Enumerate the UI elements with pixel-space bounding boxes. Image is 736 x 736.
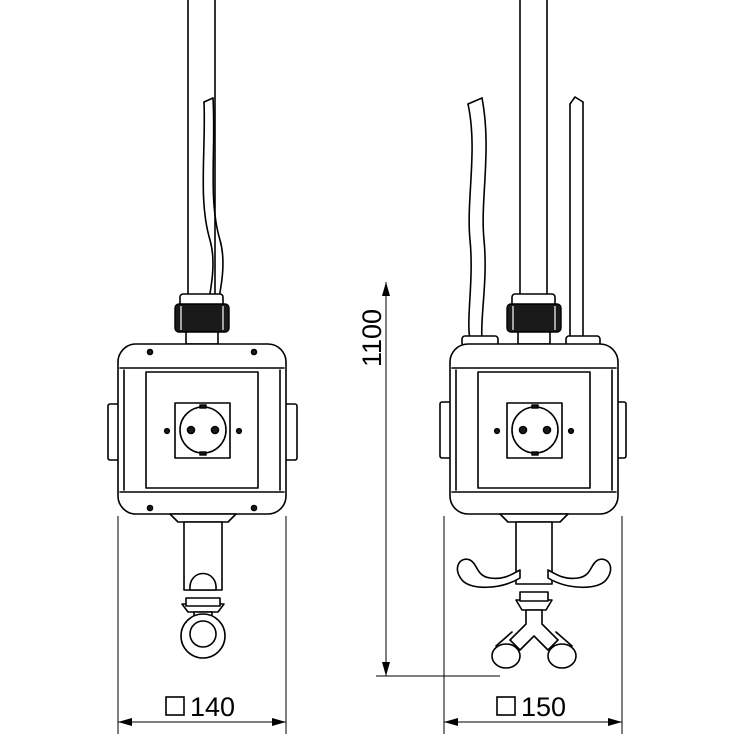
front-view <box>107 0 298 659</box>
side-hook <box>456 513 612 669</box>
side-cable-left <box>467 97 487 341</box>
side-socket <box>493 402 575 459</box>
right-width-dimension-label: 150 <box>521 692 566 722</box>
front-socket <box>163 402 243 459</box>
side-cable-gland <box>461 293 601 347</box>
side-view <box>439 0 627 669</box>
height-dimension: 1100 <box>357 282 500 677</box>
left-width-dimension-label: 140 <box>190 692 235 722</box>
front-cable-gland <box>174 293 230 345</box>
front-mounting-tube <box>187 0 216 297</box>
height-dimension-label: 1100 <box>357 309 387 367</box>
square-section-symbol <box>165 696 185 716</box>
front-hook <box>169 513 237 659</box>
side-mounting-tube <box>519 0 548 297</box>
side-cable-right <box>569 96 584 341</box>
left-width-dimension: 140 <box>117 516 287 734</box>
right-width-dimension: 150 <box>443 516 623 734</box>
square-section-symbol <box>496 696 516 716</box>
